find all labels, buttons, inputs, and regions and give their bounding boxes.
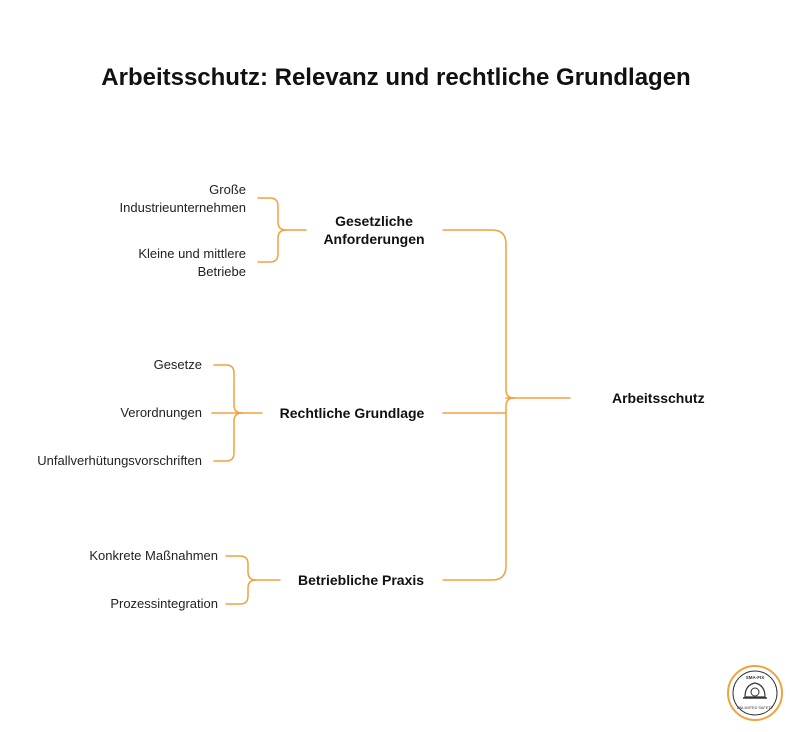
connector-branch1-child1 <box>257 197 287 231</box>
leaf-kleine-mittlere-betriebe: Kleine und mittlere Betriebe <box>138 246 246 279</box>
connector-branch2-child3 <box>213 412 243 462</box>
leaf-grosse-industrieunternehmen: Große Industrieunternehmen <box>119 182 246 215</box>
node-betriebliche-praxis: Betriebliche Praxis <box>297 572 425 588</box>
connector-main-branch3 <box>442 397 515 581</box>
leaf-prozessintegration: Prozessintegration <box>110 596 218 611</box>
svg-text:SMA-FIX: SMA-FIX <box>746 675 765 680</box>
node-arbeitsschutz-root: Arbeitsschutz <box>612 390 705 406</box>
diagram-title: Arbeitsschutz: Relevanz und rechtliche G… <box>101 64 691 91</box>
leaf-gesetze: Gesetze <box>153 357 202 372</box>
connector-branch3-child1 <box>225 555 257 581</box>
company-logo-badge: SMA-FIX UNLIMITED SAFETY <box>727 665 783 721</box>
leaf-unfallverhuetungsvorschriften: Unfallverhütungsvorschriften <box>37 453 202 468</box>
connector-branch3-child2 <box>225 579 257 605</box>
leaf-verordnungen: Verordnungen <box>120 405 202 420</box>
connector-branch2-child1 <box>213 364 243 414</box>
node-rechtliche-grundlage: Rechtliche Grundlage <box>279 405 425 421</box>
connector-main-branch1 <box>442 229 515 399</box>
node-gesetzliche-anforderungen: Gesetzliche Anforderungen <box>323 213 425 247</box>
leaf-konkrete-massnahmen: Konkrete Maßnahmen <box>89 548 218 563</box>
connector-branch1-child2 <box>257 229 287 263</box>
svg-text:UNLIMITED SAFETY: UNLIMITED SAFETY <box>737 706 774 710</box>
